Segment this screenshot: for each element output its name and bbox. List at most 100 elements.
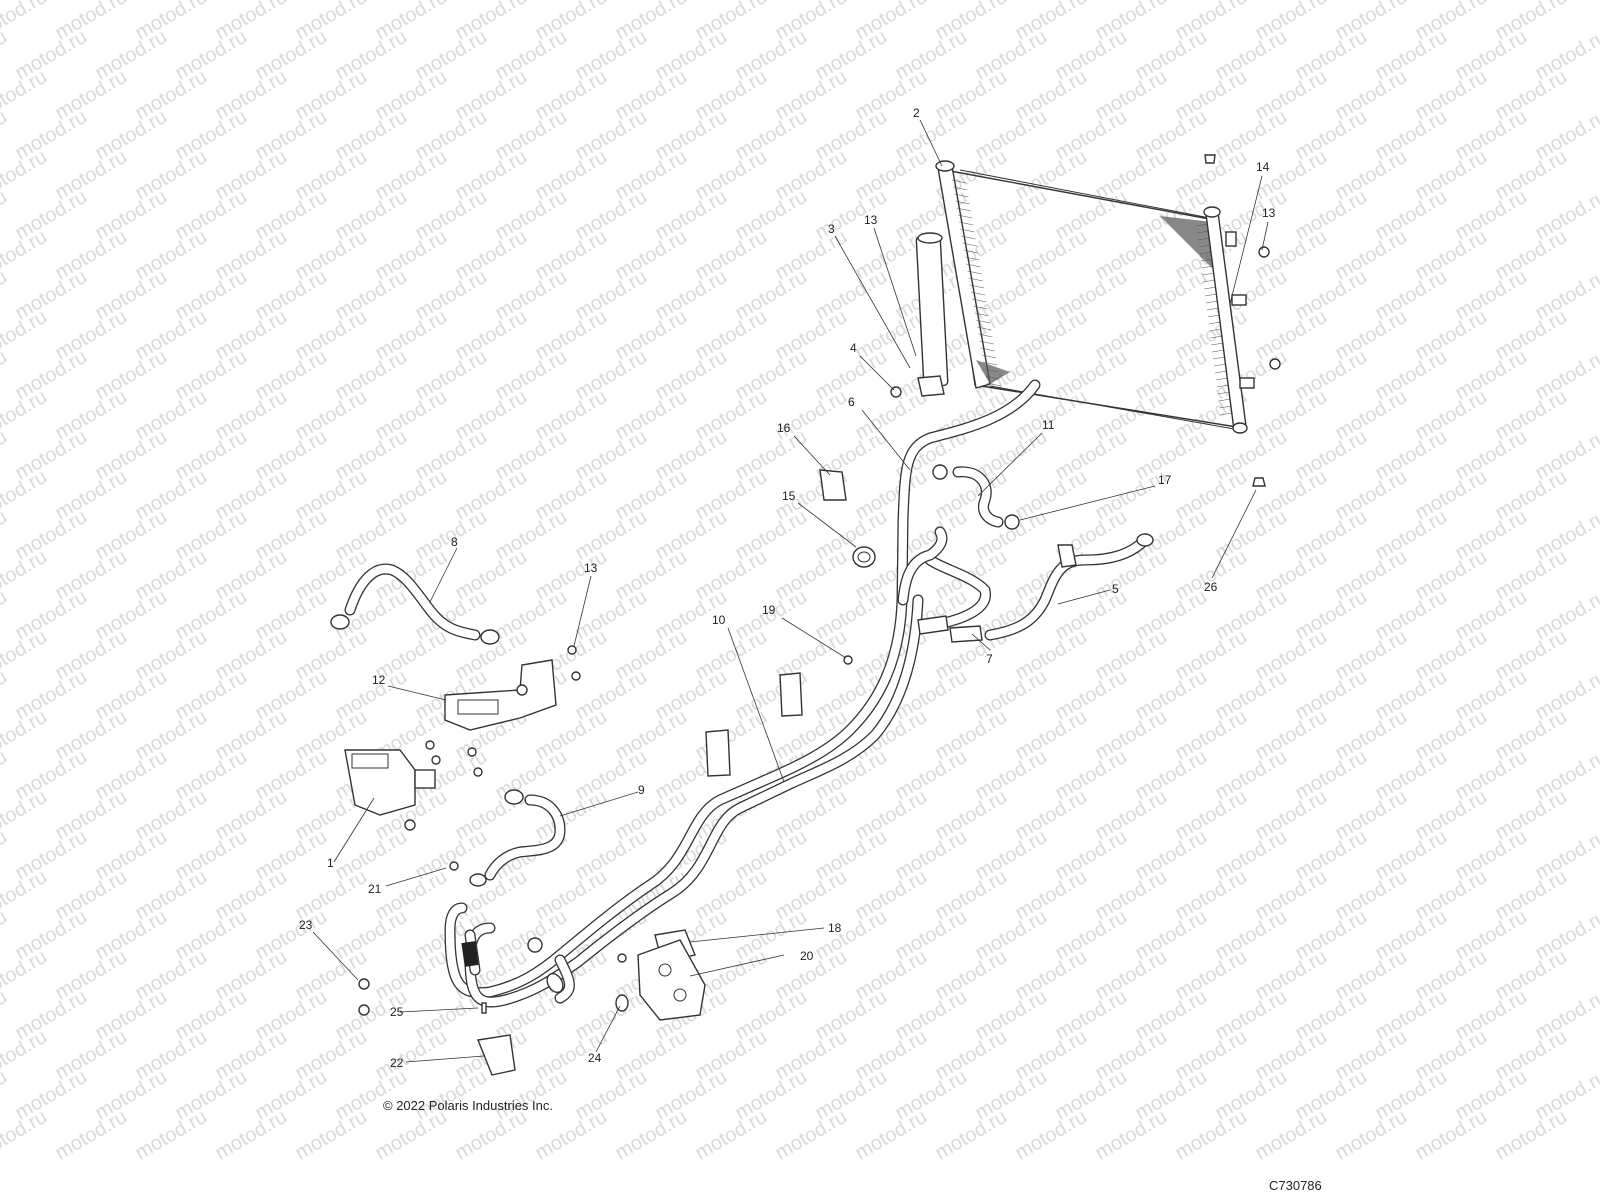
fin-line	[1211, 342, 1224, 346]
callout-7: 7	[986, 652, 993, 666]
callout-15: 15	[782, 489, 796, 503]
fin-line	[975, 319, 991, 324]
callout-9: 9	[638, 783, 645, 797]
radiator-assembly	[890, 154, 1281, 487]
callout-17: 17	[1158, 473, 1172, 487]
fin-line	[1207, 314, 1220, 318]
watermark-text: motod.ru	[0, 306, 51, 365]
callout-23: 23	[299, 918, 313, 932]
callout-labels: 2 3 13 4 14 13 6 11 16 15 17 26 5 7 8 13…	[299, 106, 1276, 1070]
fin-line	[978, 333, 993, 338]
leader-lines	[312, 119, 1269, 1063]
callout-22: 22	[390, 1056, 404, 1070]
watermark-text: motod.ru	[852, 1106, 931, 1165]
callout-13c: 13	[584, 561, 598, 575]
watermark-text: motod.ru	[0, 546, 51, 605]
watermark-text: motod.ru	[932, 1106, 1011, 1165]
watermark-text: motod.ru	[0, 586, 11, 645]
fin-line	[963, 249, 979, 254]
watermark-text: motod.ru	[0, 186, 11, 245]
callout-13b: 13	[1262, 206, 1276, 220]
watermark-text: motod.ru	[532, 1106, 611, 1165]
watermark-text: motod.ru	[0, 266, 11, 325]
fin-line	[1205, 300, 1218, 304]
callout-13a: 13	[864, 213, 878, 227]
watermark-text: motod.ru	[0, 466, 51, 525]
callout-20: 20	[800, 949, 814, 963]
callout-10: 10	[712, 613, 726, 627]
watermark-text: motod.ru	[0, 106, 11, 165]
callout-14: 14	[1256, 160, 1270, 174]
fin-line	[980, 347, 995, 352]
callout-3: 3	[828, 222, 835, 236]
watermark-text: motod.ru	[0, 1026, 51, 1085]
callout-21: 21	[368, 882, 382, 896]
callout-11: 11	[1042, 418, 1055, 432]
fin-line	[953, 186, 968, 191]
watermark-text: motod.ru	[0, 1106, 51, 1165]
fin-line	[1210, 335, 1223, 339]
valve-1	[344, 740, 483, 871]
watermark-text: motod.ru	[452, 1106, 531, 1165]
fin-line	[974, 312, 989, 317]
fin-line	[1214, 370, 1227, 374]
callout-24: 24	[588, 1051, 602, 1065]
fin-line	[1208, 321, 1221, 325]
watermark-text: motod.ru	[0, 26, 11, 85]
hose-9	[469, 789, 566, 887]
watermark-text: motod.ru	[372, 1106, 451, 1165]
watermark-text: motod.ru	[1092, 1106, 1171, 1165]
fin-line	[956, 207, 971, 212]
fin-line	[1212, 349, 1225, 353]
callout-5: 5	[1112, 582, 1119, 596]
watermark-text: motod.ru	[1012, 1106, 1091, 1165]
fin-line	[1217, 391, 1230, 395]
callout-16: 16	[777, 421, 791, 435]
watermark-text: motod.ru	[1252, 1106, 1331, 1165]
watermark-text: motod.ru	[52, 1106, 131, 1165]
fin-line	[983, 361, 998, 366]
watermark-text: motod.ru	[132, 1106, 211, 1165]
watermark-text: motod.ru	[0, 146, 51, 205]
line-5-7	[917, 533, 1154, 643]
figure-id: C730786	[1269, 1178, 1322, 1193]
fin-line	[965, 256, 980, 261]
hose-11	[932, 464, 1020, 530]
fin-line	[966, 263, 981, 268]
watermark-text: motod.ru	[0, 346, 11, 405]
callout-12: 12	[372, 673, 386, 687]
fin-line	[954, 193, 969, 198]
ac-line-bundle	[444, 379, 1041, 1008]
callout-18: 18	[828, 921, 842, 935]
fin-line	[968, 277, 983, 282]
clips	[358, 469, 876, 1076]
callout-2: 2	[913, 106, 920, 120]
bracket-12	[444, 645, 581, 731]
fin-line	[1216, 384, 1229, 388]
watermark-text: motod.ru	[0, 426, 11, 485]
watermark-text: motod.ru	[0, 66, 51, 125]
watermark-text: motod.ru	[0, 1066, 11, 1125]
watermark-text: motod.ru	[0, 946, 51, 1005]
watermark-text: motod.ru	[0, 0, 51, 44]
fin-line	[1218, 398, 1231, 402]
callout-6: 6	[848, 395, 855, 409]
watermark-text: motod.ru	[692, 1106, 771, 1165]
watermark-text: motod.ru	[0, 506, 11, 565]
fin-line	[1213, 363, 1227, 367]
fin-line	[1204, 286, 1217, 290]
callout-19: 19	[762, 603, 776, 617]
watermark-text: motod.ru	[0, 706, 51, 765]
watermark-text: motod.ru	[1172, 1106, 1251, 1165]
fin-line	[1202, 272, 1215, 276]
fin-line	[960, 228, 975, 233]
fin-line	[1220, 412, 1233, 416]
watermark-text: motod.ru	[0, 786, 51, 845]
fin-line	[957, 214, 973, 219]
watermark-text: motod.ru	[0, 906, 11, 965]
fin-line	[955, 200, 970, 205]
fin-line	[979, 340, 994, 345]
copyright-notice: © 2022 Polaris Industries Inc.	[383, 1098, 553, 1113]
callout-26: 26	[1204, 580, 1218, 594]
